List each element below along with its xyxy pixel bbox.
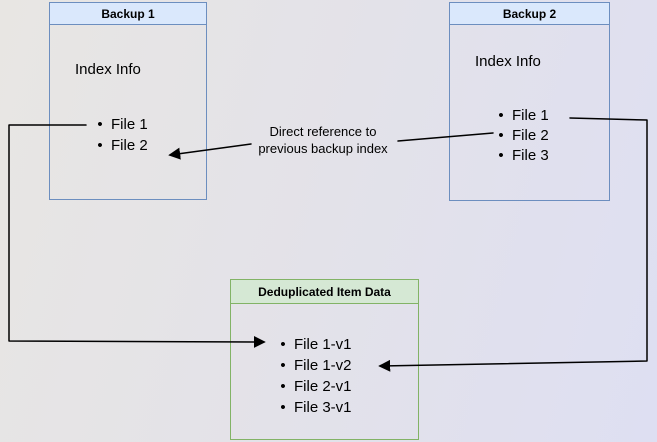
bullet-icon: • (280, 399, 286, 416)
backup2-file-list: • File 1 • File 2 • File 3 (494, 106, 549, 166)
list-item: • File 2 (93, 135, 148, 156)
list-item: • File 2 (494, 126, 549, 146)
backup1-index-info-label: Index Info (75, 61, 141, 78)
annotation-line-1: Direct reference to (269, 124, 377, 139)
backup2-index-info-label: Index Info (475, 53, 541, 70)
backup1-box: Backup 1 (49, 2, 207, 200)
list-item: • File 2-v1 (276, 376, 352, 397)
bullet-icon: • (498, 107, 504, 124)
backup2-file-3: File 3 (512, 147, 549, 164)
backup2-header: Backup 2 (450, 3, 609, 25)
backup2-title: Backup 2 (502, 6, 557, 21)
backup1-title: Backup 1 (101, 6, 155, 21)
direct-reference-annotation: Direct reference to previous backup inde… (238, 123, 408, 157)
dedup-file-1-v2: File 1-v2 (294, 357, 352, 374)
list-item: • File 1-v2 (276, 355, 352, 376)
bullet-icon: • (280, 378, 286, 395)
list-item: • File 1 (494, 106, 549, 126)
dedup-file-1-v1: File 1-v1 (294, 336, 352, 353)
backup2-file-1: File 1 (512, 107, 549, 124)
dedup-header: Deduplicated Item Data (231, 280, 418, 304)
bullet-icon: • (280, 357, 286, 374)
list-item: • File 3-v1 (276, 397, 352, 418)
bullet-icon: • (280, 336, 286, 353)
dedup-file-3-v1: File 3-v1 (294, 399, 352, 416)
annotation-line-2: previous backup index (258, 141, 388, 156)
bullet-icon: • (97, 116, 103, 133)
bullet-icon: • (498, 147, 504, 164)
dedup-file-list: • File 1-v1 • File 1-v2 • File 2-v1 • Fi… (276, 334, 352, 418)
backup1-file-1: File 1 (111, 116, 148, 133)
list-item: • File 1-v1 (276, 334, 352, 355)
backup1-file-2: File 2 (111, 137, 148, 154)
backup2-box: Backup 2 (449, 2, 610, 201)
backup1-header: Backup 1 (50, 3, 206, 25)
list-item: • File 3 (494, 146, 549, 166)
bullet-icon: • (97, 137, 103, 154)
list-item: • File 1 (93, 114, 148, 135)
backup1-file-list: • File 1 • File 2 (93, 114, 148, 156)
bullet-icon: • (498, 127, 504, 144)
dedup-file-2-v1: File 2-v1 (294, 378, 352, 395)
backup2-file-2: File 2 (512, 127, 549, 144)
dedup-title: Deduplicated Item Data (258, 284, 391, 299)
